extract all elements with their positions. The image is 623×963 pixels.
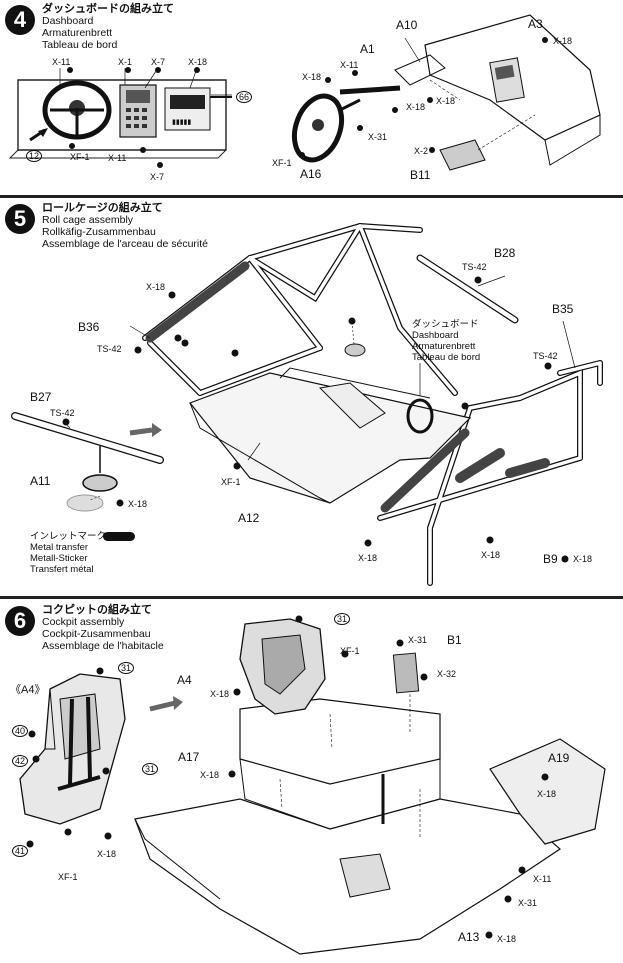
section-divider: [0, 596, 623, 599]
step-title: ダッシュボードの組み立て Dashboard Armaturenbrett Ta…: [42, 3, 174, 51]
label-x11: X-11: [340, 60, 359, 70]
section-divider: [0, 195, 623, 198]
step-4-dashboard: 4 ダッシュボードの組み立て Dashboard Armaturenbrett …: [0, 0, 623, 195]
part-a3: A3: [528, 17, 543, 31]
part-a13: A13: [458, 930, 480, 944]
dashboard-drawing: ▮▮▮▮▮: [8, 14, 601, 171]
dashboard-callout: ダッシュボード Dashboard Armaturenbrett Tableau…: [412, 319, 481, 363]
part-a1: A1: [360, 42, 375, 56]
ref-31: 31: [142, 763, 159, 775]
label-x18: X-18: [358, 553, 378, 563]
step-number: 6: [5, 606, 35, 636]
step-number: 4: [5, 5, 35, 35]
step-title: ロールケージの組み立て Roll cage assembly Rollkäfig…: [42, 202, 209, 250]
label-xf1: XF-1: [272, 158, 292, 168]
label-ts42: TS-42: [50, 408, 75, 418]
part-b28: B28: [494, 246, 516, 260]
label-x18: X-18: [128, 499, 148, 509]
label-xf1: XF-1: [58, 872, 78, 882]
label-x18: X-18: [573, 554, 593, 564]
label-x2: X-2: [414, 146, 429, 156]
label-x31: X-31: [518, 898, 538, 908]
part-a4-detail-label: 《A4》: [10, 684, 46, 696]
cockpit-drawing: [19, 615, 606, 955]
part-b36: B36: [78, 320, 100, 334]
label-ts42: TS-42: [533, 351, 558, 361]
step-5-roll-cage: 5 ロールケージの組み立て Roll cage assembly Rollkäf…: [0, 198, 623, 596]
label-x18: X-18: [97, 849, 117, 859]
ref-42: 42: [12, 755, 29, 767]
step-number: 5: [5, 204, 35, 234]
metal-transfer-note: インレットマーク Metal transfer Metall-Sticker T…: [30, 531, 107, 575]
label-x18: X-18: [497, 934, 517, 944]
label-xf1: XF-1: [340, 646, 360, 656]
svg-text:▮▮▮▮▮: ▮▮▮▮▮: [172, 119, 191, 126]
label-x18: X-18: [406, 102, 426, 112]
part-b11: B11: [410, 168, 431, 182]
part-a4: A4: [177, 673, 192, 687]
label-ts42: TS-42: [462, 262, 487, 272]
part-a19: A19: [548, 751, 570, 765]
label-x18: X-18: [200, 770, 220, 780]
part-a17: A17: [178, 750, 200, 764]
label-x1: X-1: [118, 57, 133, 67]
step-6-cockpit: 6 コクピットの組み立て Cockpit assembly Cockpit-Zu…: [0, 599, 623, 963]
part-a12: A12: [238, 511, 260, 525]
label-x18: X-18: [188, 57, 208, 67]
label-x31: X-31: [368, 132, 388, 142]
ref-31: 31: [118, 662, 135, 674]
ref-12: 12: [26, 150, 43, 162]
step-title: コクピットの組み立て Cockpit assembly Cockpit-Zusa…: [42, 604, 164, 652]
part-a11: A11: [30, 474, 51, 488]
part-b27: B27: [30, 390, 52, 404]
label-x18: X-18: [210, 689, 230, 699]
part-a10: A10: [396, 18, 418, 32]
label-x11: X-11: [52, 57, 71, 67]
label-x18: X-18: [436, 96, 456, 106]
label-x18: X-18: [146, 282, 166, 292]
part-a16: A16: [300, 167, 322, 181]
label-x18: X-18: [481, 550, 501, 560]
part-b35: B35: [552, 302, 574, 316]
label-xf1: XF-1: [70, 152, 90, 162]
label-x18: X-18: [302, 72, 322, 82]
label-x11: X-11: [533, 874, 552, 884]
label-x7: X-7: [151, 57, 166, 67]
label-x18: X-18: [553, 36, 573, 46]
label-x32: X-32: [437, 669, 457, 679]
label-x7: X-7: [150, 172, 165, 182]
label-xf1: XF-1: [221, 477, 241, 487]
label-x11: X-11: [108, 153, 127, 163]
label-x18: X-18: [537, 789, 557, 799]
part-b9: B9: [543, 552, 558, 566]
label-ts42: TS-42: [97, 344, 122, 354]
ref-40: 40: [12, 725, 29, 737]
part-b1: B1: [447, 633, 462, 647]
ref-66: 66: [236, 91, 253, 103]
ref-41: 41: [12, 845, 29, 857]
roll-cage-drawing: [11, 223, 603, 586]
label-x31: X-31: [408, 635, 428, 645]
ref-31: 31: [334, 613, 351, 625]
